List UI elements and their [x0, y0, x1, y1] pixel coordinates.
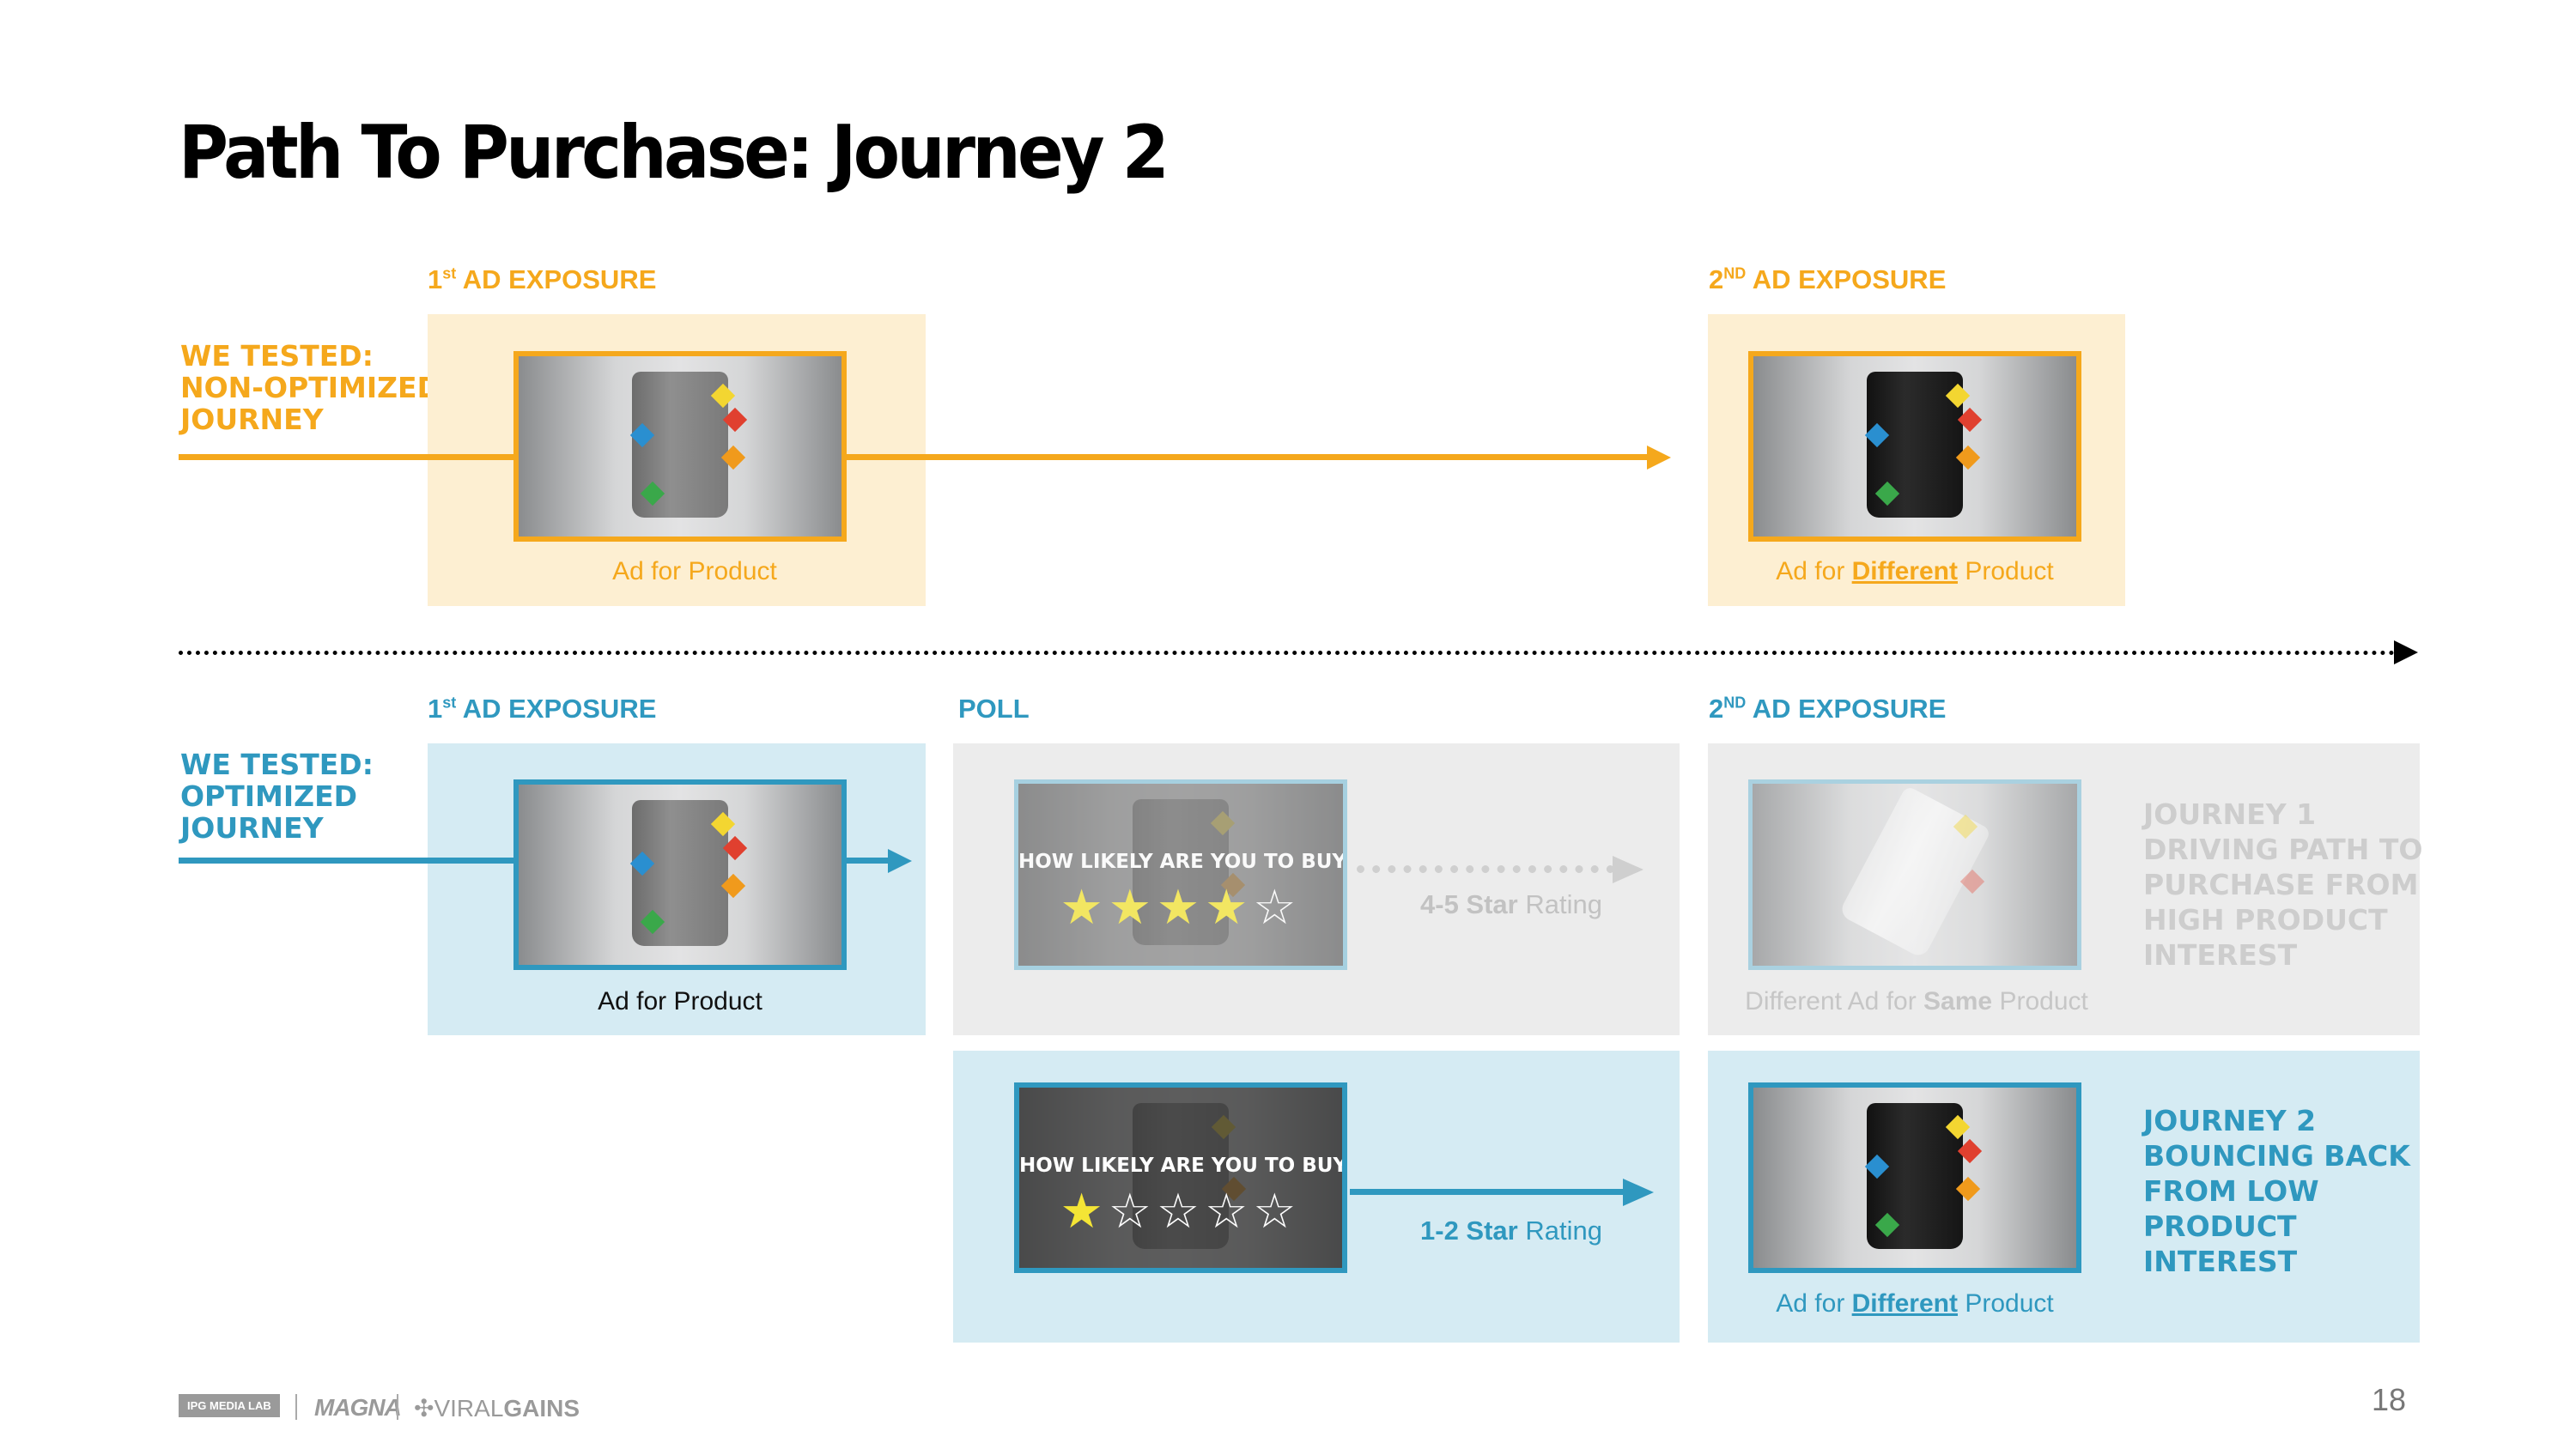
ipg-media-lab-logo: IPG MEDIA LAB [179, 1394, 280, 1417]
journey2-line: INTEREST [2143, 1245, 2298, 1278]
row2-exposure1-label: 1st AD EXPOSURE [428, 694, 656, 724]
arrow-right-icon [1613, 856, 1643, 883]
label-text: AD EXPOSURE [456, 694, 657, 724]
ordinal: 2 [1709, 694, 1724, 724]
journey1-caption: Different Ad for Same Product [1726, 987, 2107, 1016]
journey1-line: PURCHASE FROM [2143, 868, 2419, 901]
arrow-right-icon [1647, 446, 1671, 470]
poll-low-image: HOW LIKELY ARE YOU TO BUY? ★☆☆☆☆ [1014, 1082, 1347, 1273]
row1-ad1-image [513, 351, 847, 542]
journey2-line: JOURNEY 2 [2143, 1104, 2317, 1137]
caption-text: Product [1957, 1289, 2054, 1318]
arrow-right-icon [2394, 640, 2418, 664]
journey2-caption: Ad for Different Product [1748, 1289, 2081, 1319]
journey1-line: HIGH PRODUCT [2143, 903, 2388, 937]
journey1-ad-image [1748, 779, 2081, 970]
page-number: 18 [2372, 1382, 2407, 1417]
magna-logo: MAGNA [314, 1394, 402, 1421]
star-icon: ★ [1060, 880, 1109, 934]
row2-tested-line2: OPTIMIZED [180, 779, 358, 813]
journey2-line: BOUNCING BACK [2143, 1139, 2410, 1173]
caption-text: Ad for [1776, 557, 1852, 585]
star-icon: ★ [1060, 1184, 1109, 1238]
row2-tested-line3: JOURNEY [180, 811, 324, 845]
arrow-right-icon [1623, 1179, 1654, 1206]
label-text: AD EXPOSURE [1746, 694, 1947, 724]
star-icon: ☆ [1108, 1184, 1157, 1238]
poll-low-rating: 1-2 Star Rating [1408, 1216, 1614, 1246]
star-icon: ★ [1156, 880, 1206, 934]
rating-text: Rating [1517, 1216, 1602, 1246]
journey2-description: JOURNEY 2 BOUNCING BACK FROM LOW PRODUCT… [2143, 1103, 2410, 1279]
poll-high-rating: 4-5 Star Rating [1408, 889, 1614, 920]
row2-ad1-caption: Ad for Product [598, 987, 762, 1016]
row2-tested-label: WE TESTED: OPTIMIZED JOURNEY [180, 749, 374, 844]
logo-text: GAINS [503, 1395, 580, 1422]
star-icon: ☆ [1253, 880, 1302, 934]
viralgains-icon: ✣ [414, 1395, 434, 1422]
row1-ad2-caption: Ad for Different Product [1748, 557, 2081, 586]
row2-exposure2-label: 2ND AD EXPOSURE [1709, 694, 1946, 724]
star-icon: ☆ [1253, 1184, 1302, 1238]
row2-ad1-image [513, 779, 847, 970]
row1-tested-label: WE TESTED: NON-OPTIMIZED JOURNEY [180, 340, 440, 435]
row1-exposure2-label: 2ND AD EXPOSURE [1709, 264, 1946, 295]
star-icon: ☆ [1205, 1184, 1254, 1238]
ordinal-suffix: st [442, 264, 457, 282]
ordinal: 1 [428, 694, 443, 724]
arrow-right-icon [888, 849, 912, 873]
caption-text: Product [1992, 987, 2088, 1016]
poll-high-image: HOW LIKELY ARE YOU TO BUY? ★★★★☆ [1014, 779, 1347, 970]
row1-tested-line3: JOURNEY [180, 403, 324, 436]
viralgains-logo: ✣VIRALGAINS [414, 1394, 580, 1422]
star-icon: ☆ [1156, 1184, 1206, 1238]
label-text: AD EXPOSURE [456, 264, 657, 294]
ordinal-suffix: ND [1723, 694, 1747, 712]
caption-emphasis: Same [1923, 987, 1993, 1016]
journey2-line: FROM LOW [2143, 1174, 2319, 1208]
label-text: AD EXPOSURE [1746, 264, 1947, 294]
caption-emphasis: Different [1851, 1289, 1958, 1318]
row1-tested-line2: NON-OPTIMIZED [180, 371, 440, 404]
timeline-arrow [179, 651, 2396, 655]
ordinal-suffix: ND [1723, 264, 1747, 282]
logo-text: VIRAL [434, 1395, 504, 1422]
star-icon: ★ [1205, 880, 1254, 934]
poll-low-stars: ★☆☆☆☆ [1019, 1187, 1342, 1235]
ordinal-suffix: st [442, 694, 457, 712]
journey2-ad-image [1748, 1082, 2081, 1273]
rating-text: Rating [1517, 889, 1602, 919]
poll-high-stars: ★★★★☆ [1018, 883, 1343, 931]
rating-emphasis: 4-5 Star [1420, 889, 1518, 919]
footer-divider [295, 1394, 297, 1420]
caption-text: Different Ad for [1745, 987, 1924, 1016]
journey1-line: INTEREST [2143, 938, 2298, 972]
caption-text: Product [1957, 557, 2054, 585]
row2-tested-line1: WE TESTED: [180, 748, 374, 781]
footer-divider [397, 1394, 398, 1420]
rating-emphasis: 1-2 Star [1420, 1216, 1518, 1246]
journey1-line: JOURNEY 1 [2143, 797, 2317, 831]
row1-exposure1-label: 1st AD EXPOSURE [428, 264, 656, 295]
poll-high-question: HOW LIKELY ARE YOU TO BUY? [1018, 851, 1347, 873]
caption-text: Ad for [1776, 1289, 1852, 1318]
journey1-line: DRIVING PATH TO [2143, 833, 2423, 866]
page-title: Path To Purchase: Journey 2 [179, 110, 1170, 196]
row1-tested-line1: WE TESTED: [180, 339, 374, 373]
row1-ad2-image [1748, 351, 2081, 542]
poll-label: POLL [958, 694, 1030, 724]
row1-journey-line [179, 454, 1649, 460]
ordinal: 2 [1709, 264, 1724, 294]
row1-ad1-caption: Ad for Product [612, 557, 777, 585]
poll-high-arrow [1357, 865, 1614, 873]
star-icon: ★ [1108, 880, 1157, 934]
ordinal: 1 [428, 264, 443, 294]
caption-emphasis: Different [1851, 557, 1958, 585]
poll-low-question: HOW LIKELY ARE YOU TO BUY? [1019, 1155, 1347, 1177]
journey1-description: JOURNEY 1 DRIVING PATH TO PURCHASE FROM … [2143, 797, 2422, 973]
journey2-line: PRODUCT [2143, 1210, 2297, 1243]
poll-low-arrow [1350, 1189, 1625, 1195]
